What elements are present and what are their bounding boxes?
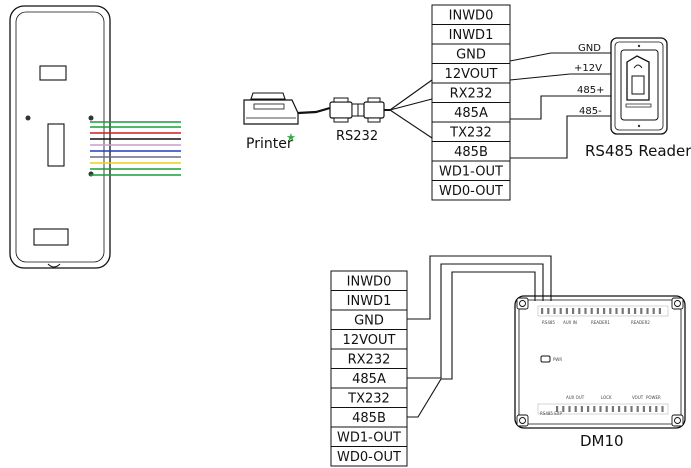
dm10-section-power: POWER <box>646 395 661 400</box>
dm10-pin <box>541 308 544 314</box>
dm10-pin <box>646 308 649 314</box>
dm10-pin <box>553 308 556 314</box>
tb-top-label-inwd0: INWD0 <box>449 8 494 23</box>
tb-top-label-gnd: GND <box>456 47 486 62</box>
access-device <box>9 5 111 269</box>
dm10-wires <box>407 255 552 418</box>
tb-top-label-wd1-out: WD1-OUT <box>439 164 503 179</box>
reader-wire-gnd-label: GND <box>578 43 601 54</box>
dm10-pin <box>584 308 587 314</box>
dm10-pin <box>605 406 608 412</box>
dm10-pin <box>587 406 590 412</box>
dm10-section-vout: VOUT <box>632 395 644 400</box>
tb-bot-label-485b: 485B <box>352 411 386 426</box>
dm10-pin <box>599 406 602 412</box>
printer-label: Printer <box>246 136 293 152</box>
dm10-pin <box>562 406 565 412</box>
reader-wire-485p-label: 485+ <box>577 85 604 96</box>
reader-wire-12v-label: +12V <box>574 63 602 74</box>
dm10-pin <box>655 406 658 412</box>
dm10-pin <box>636 406 639 412</box>
dm10-pin <box>618 406 621 412</box>
dm10-pin <box>590 308 593 314</box>
dm10-pin <box>634 308 637 314</box>
fingerprint-icon <box>626 55 650 101</box>
dm10-pin <box>658 308 661 314</box>
dm10-pin <box>565 308 568 314</box>
reader-wires <box>509 52 611 159</box>
dm10-pin <box>615 308 618 314</box>
rs232-wires <box>389 79 433 139</box>
star-icon: ★ <box>286 132 296 144</box>
dm10-section-aux-in: AUX IN <box>563 320 577 325</box>
tb-bot-label-gnd: GND <box>354 313 384 328</box>
tb-bot-label-rx232: RX232 <box>348 352 391 367</box>
dm10-pin <box>652 308 655 314</box>
dm10-pin <box>630 406 633 412</box>
tb-top-label-wd0-out: WD0-OUT <box>439 184 503 199</box>
dm10-section-aux-out: AUX OUT <box>566 395 585 400</box>
tb-bot-cell <box>330 446 408 467</box>
tb-top-label-12vout: 12VOUT <box>445 67 498 82</box>
tb-top-cell <box>431 180 511 201</box>
tb-top-label-rx232: RX232 <box>450 86 493 101</box>
dm10-pin <box>624 406 627 412</box>
tb-top-label-485b: 485B <box>454 145 488 160</box>
dm10-pin <box>568 406 571 412</box>
tb-top-label-485a: 485A <box>454 106 488 121</box>
rs485-reader <box>610 37 668 135</box>
dm10-section-rs485: RS485 <box>542 320 555 325</box>
dm10-section-rs485-exp: RS485 EXP <box>540 411 562 416</box>
dm10-section-reader2: READER2 <box>631 320 650 325</box>
dm10-section-reader1: READER1 <box>591 320 610 325</box>
dm10-pin <box>547 308 550 314</box>
dm10-section-lock: LOCK <box>601 395 612 400</box>
rs232-label: RS232 <box>336 129 378 144</box>
tb-bot-label-wd0-out: WD0-OUT <box>337 450 401 465</box>
printer-icon <box>243 92 331 125</box>
dm10-pin <box>661 406 664 412</box>
dm10-pin <box>578 308 581 314</box>
dm10-pin <box>609 308 612 314</box>
dm10-pin <box>640 308 643 314</box>
dm10-pin <box>642 406 645 412</box>
tb-bot-label-12vout: 12VOUT <box>343 333 396 348</box>
dm10-pin <box>621 308 624 314</box>
tb-bot-label-wd1-out: WD1-OUT <box>337 430 401 445</box>
reader-label: RS485 Reader <box>585 142 691 160</box>
dm10-pin <box>572 308 575 314</box>
tb-bot-label-tx232: TX232 <box>347 391 390 406</box>
dm10-pin <box>611 406 614 412</box>
dm10-pin <box>574 406 577 412</box>
rs232-connector-icon <box>329 97 390 123</box>
dm10-controller <box>514 295 686 429</box>
device-wire-harness <box>90 121 181 176</box>
tb-bot-label-485a: 485A <box>352 372 386 387</box>
dm10-pwr-label: PWR <box>553 357 562 362</box>
tb-bot-label-inwd1: INWD1 <box>347 294 392 309</box>
tb-top-label-tx232: TX232 <box>449 125 492 140</box>
dm10-pin <box>596 308 599 314</box>
tb-top-label-inwd1: INWD1 <box>449 28 494 43</box>
dm10-pin <box>580 406 583 412</box>
dm10-pin <box>649 406 652 412</box>
dm10-pin <box>603 308 606 314</box>
dm10-pin <box>559 308 562 314</box>
dm10-label: DM10 <box>580 432 624 450</box>
dm10-pin <box>627 308 630 314</box>
tb-bot-label-inwd0: INWD0 <box>347 274 392 289</box>
dm10-pin <box>593 406 596 412</box>
reader-wire-485m-label: 485- <box>579 106 602 117</box>
dm10-pin <box>556 406 559 412</box>
